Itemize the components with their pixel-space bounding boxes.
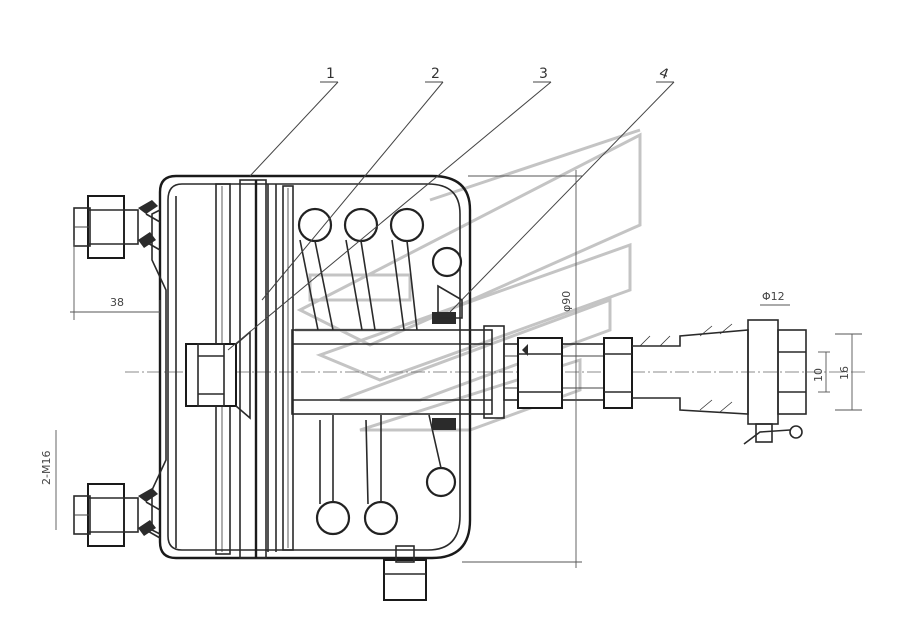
part-label-3: 3	[539, 66, 548, 82]
dim-fitting-thread: 2-M16	[40, 451, 53, 485]
upper-fitting	[73, 195, 161, 259]
dimension-lines	[55, 170, 862, 568]
part-label-4: 4	[657, 65, 671, 83]
part-label-2: 2	[431, 66, 440, 82]
watermark-logo	[295, 128, 642, 432]
dim-overall-height: φ90	[560, 291, 573, 312]
return-spring	[297, 207, 463, 536]
clevis	[603, 319, 807, 445]
dim-pin-diameter: Φ12	[762, 290, 785, 303]
center-nut	[185, 330, 251, 420]
dim-port-offset: 38	[110, 296, 124, 309]
part-label-1: 1	[326, 66, 335, 82]
rod-locknut	[517, 337, 563, 409]
dim-clevis-width: 10	[812, 368, 825, 382]
drain-fitting	[383, 545, 427, 601]
push-rod	[291, 284, 605, 430]
lower-fitting	[73, 483, 161, 547]
leader-lines	[227, 81, 675, 351]
dim-clevis-height: 16	[838, 366, 851, 380]
